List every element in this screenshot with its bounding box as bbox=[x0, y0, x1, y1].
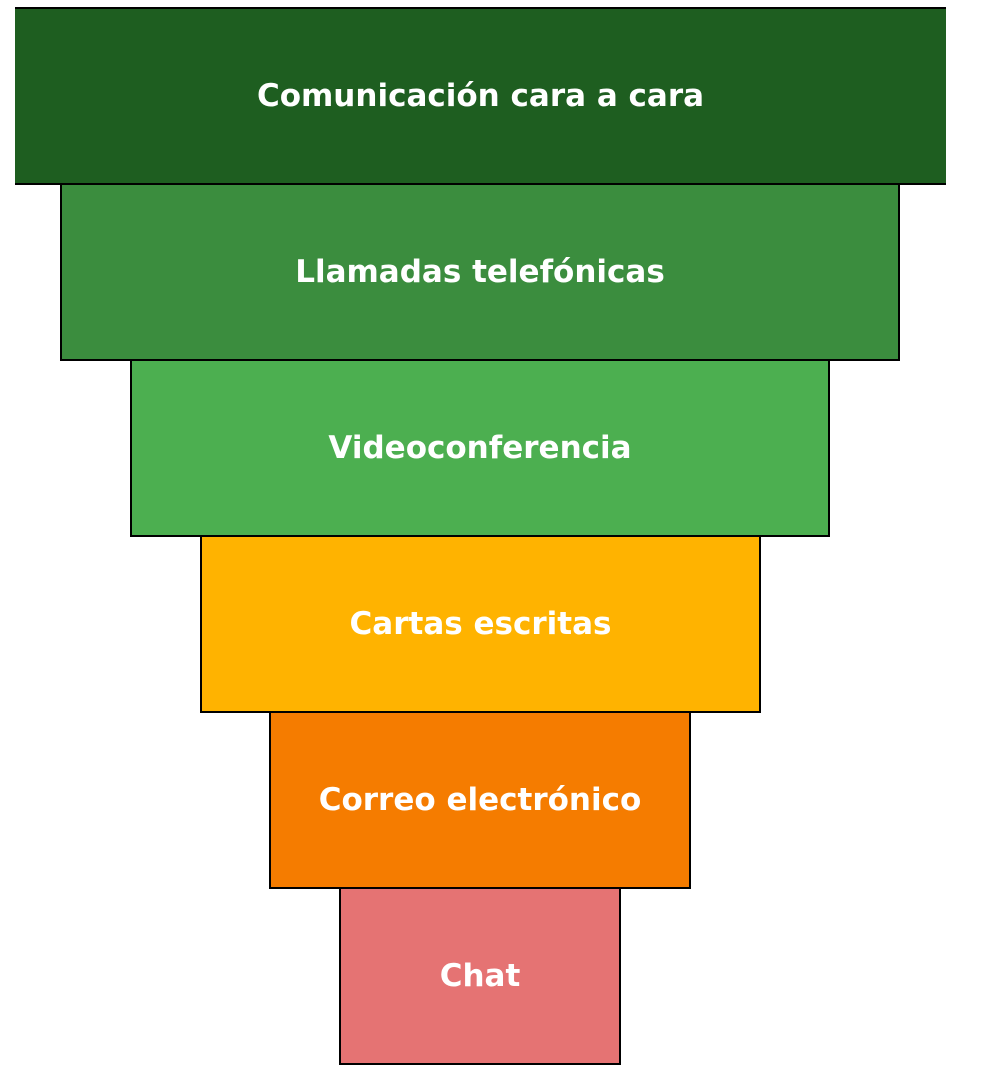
level-label: Chat bbox=[439, 958, 521, 994]
funnel-level-chat: Chat bbox=[339, 887, 621, 1065]
funnel-level-face-to-face: Comunicación cara a cara bbox=[15, 7, 946, 185]
funnel-level-email: Correo electrónico bbox=[269, 711, 691, 889]
level-label: Videoconferencia bbox=[328, 430, 632, 466]
funnel-level-videoconference: Videoconferencia bbox=[130, 359, 830, 537]
funnel-level-letters: Cartas escritas bbox=[200, 535, 761, 713]
level-label: Cartas escritas bbox=[349, 606, 612, 642]
funnel-level-phone-calls: Llamadas telefónicas bbox=[60, 183, 900, 361]
level-label: Correo electrónico bbox=[318, 782, 642, 818]
level-label: Comunicación cara a cara bbox=[256, 78, 705, 114]
level-label: Llamadas telefónicas bbox=[295, 254, 665, 290]
